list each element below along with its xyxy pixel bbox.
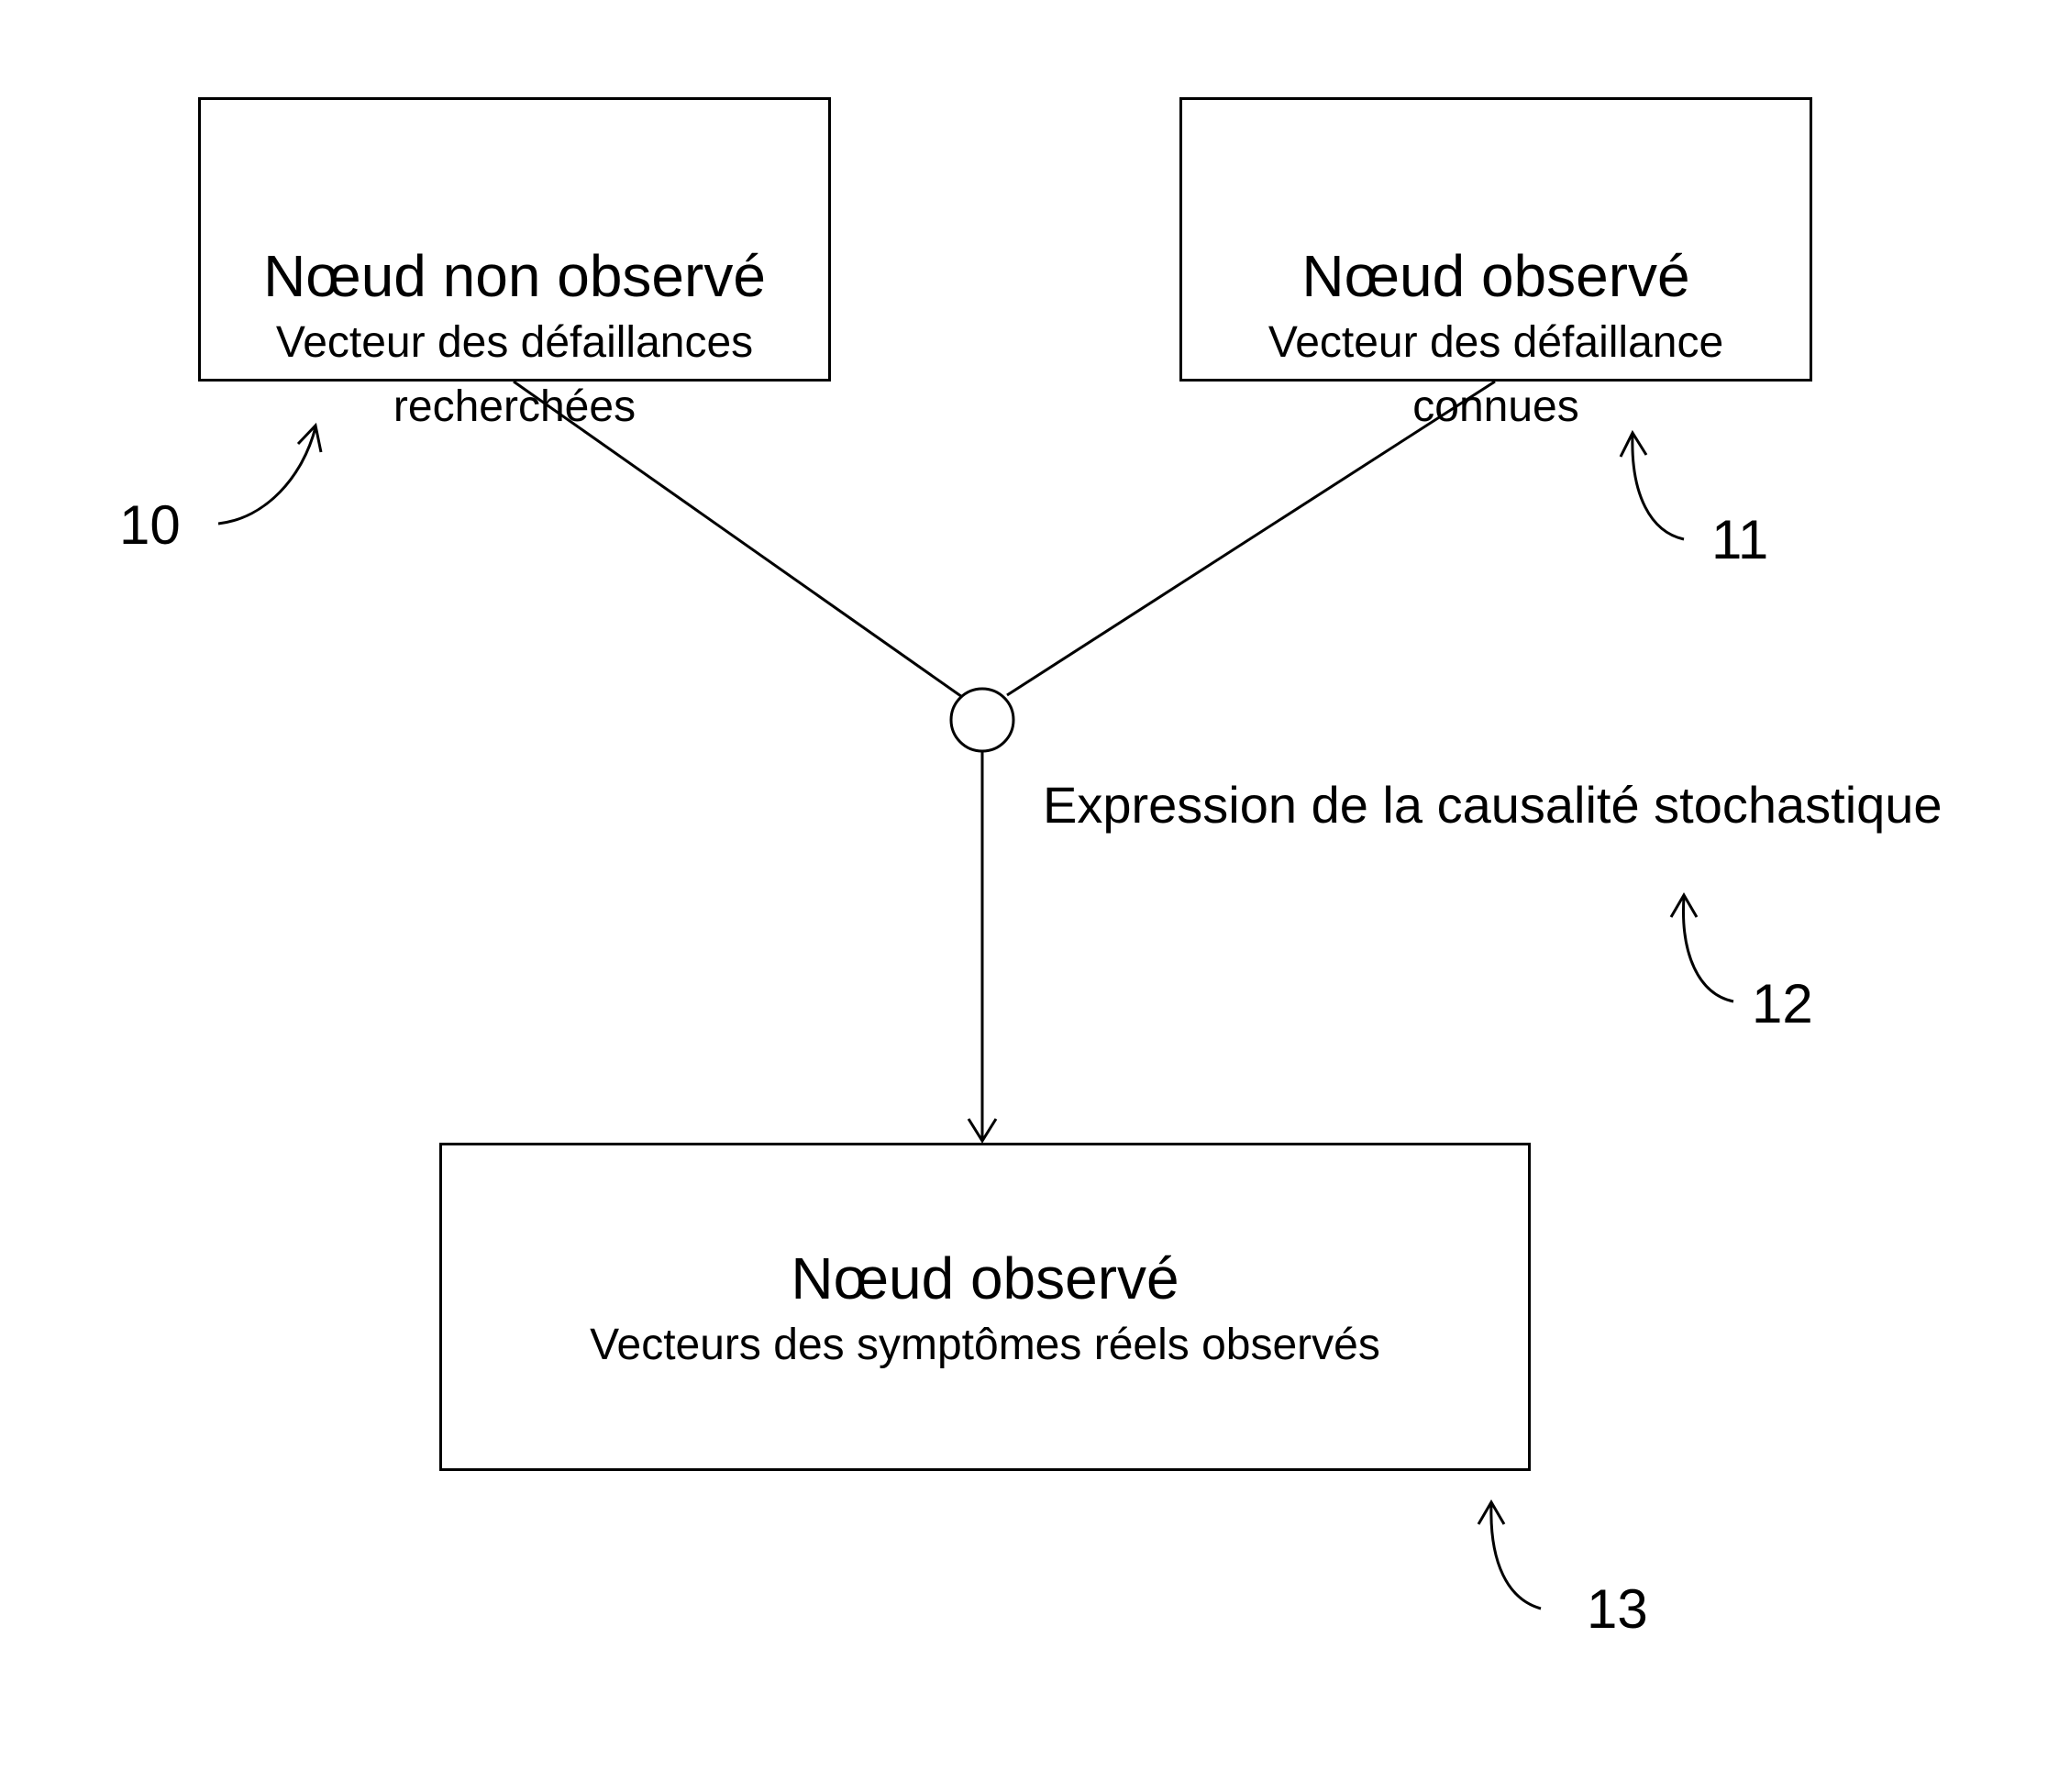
node-title: Nœud non observé: [263, 241, 766, 311]
node-observed-known-faults: Nœud observé Vecteur des défaillance con…: [1179, 97, 1812, 382]
node-title: Nœud observé: [791, 1244, 1179, 1313]
junction-label: Expression de la causalité stochastique: [1043, 776, 1943, 835]
reference-numeral-10: 10: [119, 498, 181, 553]
reference-numeral-13: 13: [1587, 1582, 1648, 1637]
reference-numeral-12: 12: [1752, 977, 1813, 1032]
leader-arrow-12: [1683, 897, 1733, 1001]
node-title: Nœud observé: [1301, 241, 1689, 311]
node-subtitle-line2: connues: [1412, 375, 1578, 439]
node-unobserved-faults: Nœud non observé Vecteur des défaillance…: [198, 97, 831, 382]
node-observed-symptoms: Nœud observé Vecteurs des symptômes réel…: [439, 1143, 1531, 1471]
node-subtitle-line1: Vecteur des défaillances: [276, 311, 753, 375]
junction-circle: [951, 689, 1013, 751]
leader-arrow-13: [1491, 1504, 1541, 1609]
leader-arrow-11: [1633, 435, 1684, 539]
node-subtitle-line2: recherchées: [393, 375, 636, 439]
node-subtitle-line1: Vecteurs des symptômes réels observés: [590, 1313, 1380, 1377]
reference-numeral-11: 11: [1711, 513, 1768, 568]
node-subtitle-line1: Vecteur des défaillance: [1268, 311, 1723, 375]
